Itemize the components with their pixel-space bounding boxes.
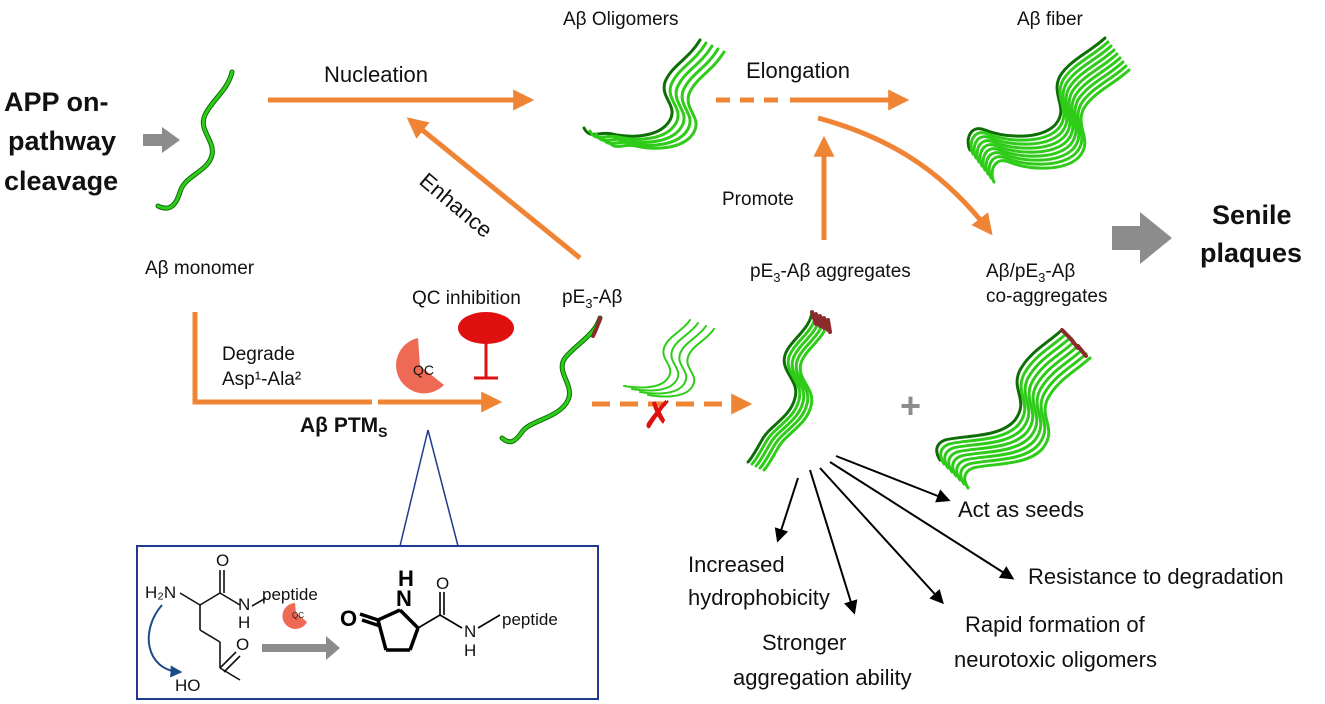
chem-o-bottom: O [236,635,249,654]
ab-fiber-structure [966,36,1131,184]
ab-fiber-label: Aβ fiber [1017,9,1084,30]
degrade-label-line2: Asp¹-Ala² [222,369,301,390]
effect-stronger-line2: aggregation ability [733,665,912,690]
senile-plaques-arrow [1112,212,1172,264]
ab-oligomers-label: Aβ Oligomers [563,9,678,30]
pyroglutamate-structure [359,592,501,652]
glutamine-structure [179,570,267,681]
reaction-callout [399,429,459,547]
ab-monomer-label: Aβ monomer [145,258,255,279]
blocked-cross-icon: ✗ [642,393,674,437]
coaggregate-arrow [817,115,993,236]
pe3-ab-label: pE3-Aβ [562,287,622,311]
qc-inhibition-label: QC inhibition [412,288,521,309]
inhibited-oligomer-structure [623,319,715,398]
coaggregates-label-line1: Aβ/pE3-Aβ [986,261,1075,285]
effect-resistance-label: Resistance to degradation [1028,564,1284,589]
effect-hydrophobicity-line2: hydrophobicity [688,585,830,610]
svg-text:QC: QC [292,611,304,620]
pe3-ab-structure [499,315,603,445]
senile-label-line2: plaques [1200,238,1302,268]
chem-n-top: N [238,595,250,614]
chem-h2n: H₂N [145,583,176,602]
chem-ho: HO [175,676,201,695]
effect-seeds-label: Act as seeds [958,497,1084,522]
app-label-line1: APP on- [4,87,109,117]
qc-enzyme-icon: QC [396,338,444,394]
app-label-line2: pathway [8,126,116,156]
elongation-label: Elongation [746,58,850,83]
app-to-monomer-arrow [143,127,180,153]
chem-peptide-right: peptide [502,610,558,629]
effect-arrows [774,455,1015,615]
cyclization-arrow [147,604,183,678]
ab-oligomers-structure [582,38,726,150]
enhance-arrow [406,117,582,260]
ab-ptms-label: Aβ PTMS [300,414,388,440]
reaction-grey-arrow [262,636,340,660]
senile-label-line1: Senile [1212,200,1292,230]
pe3-aggregates-label: pE3-Aβ aggregates [750,261,911,285]
effect-hydrophobicity-line1: Increased [688,552,785,577]
chem-o-ring: O [340,606,357,631]
coaggregates-label-line2: co-aggregates [986,286,1107,307]
chem-h-top: H [238,613,250,632]
app-label-line3: cleavage [4,166,118,196]
effect-stronger-line1: Stronger [762,630,846,655]
ab-monomer-structure [155,69,235,211]
qc-inhibitor-icon [458,312,514,380]
chem-o-top1: O [216,551,229,570]
chem-ring-n: N [396,586,412,611]
promote-label: Promote [722,189,794,210]
chem-o-top2: O [436,574,449,593]
nucleation-label: Nucleation [324,62,428,87]
effect-rapid-line2: neurotoxic oligomers [954,647,1157,672]
plus-icon: + [900,385,921,426]
coaggregate-structure [935,328,1092,490]
chem-peptide-top: peptide [262,585,318,604]
pe3-aggregate-structure [746,310,832,472]
chem-h-right: H [464,641,476,660]
qc-small-icon: QC [282,603,307,629]
effect-rapid-line1: Rapid formation of [965,612,1146,637]
degrade-label-line1: Degrade [222,344,295,365]
svg-text:QC: QC [413,362,434,378]
chem-n-right: N [464,622,476,641]
chem-ring-h: H [398,566,414,591]
degrade-arrow [192,312,372,405]
